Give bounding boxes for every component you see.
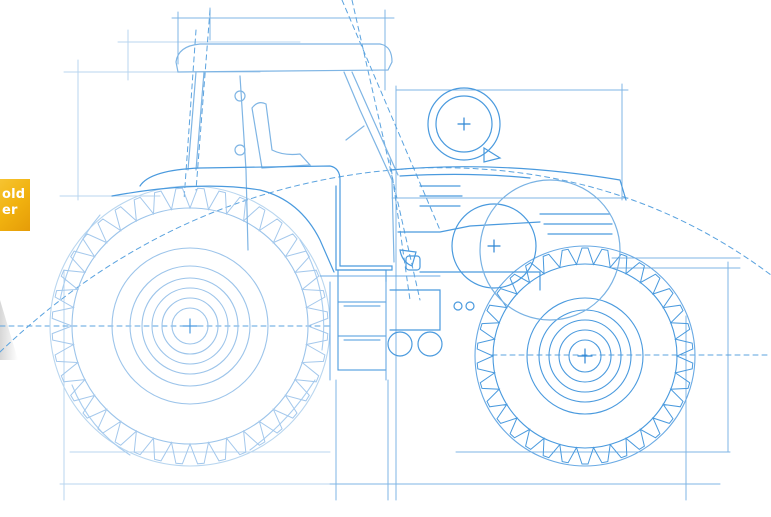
front-tread-lugs [476, 247, 694, 465]
chassis-lines [319, 275, 441, 381]
dimension-lines-mid [171, 7, 741, 501]
engine-and-exhaust [427, 87, 621, 321]
cab-steps [337, 269, 387, 371]
badge-line-1: old [2, 187, 26, 202]
tractor-body [111, 165, 627, 357]
badge-line-2: er [2, 203, 18, 218]
rear-tread-lugs [51, 187, 329, 465]
front-hub-center [577, 348, 593, 364]
badge-background [0, 179, 30, 231]
rear-wheel-tread [51, 187, 329, 465]
engine-centers [457, 117, 501, 253]
badge-label: old er [2, 187, 25, 219]
front-wheel-tread [476, 247, 694, 465]
tractor-cab [175, 43, 399, 263]
dimension-lines [59, 29, 361, 501]
ribbon-badge: old er [0, 179, 30, 231]
rear-hub-center [182, 318, 198, 334]
